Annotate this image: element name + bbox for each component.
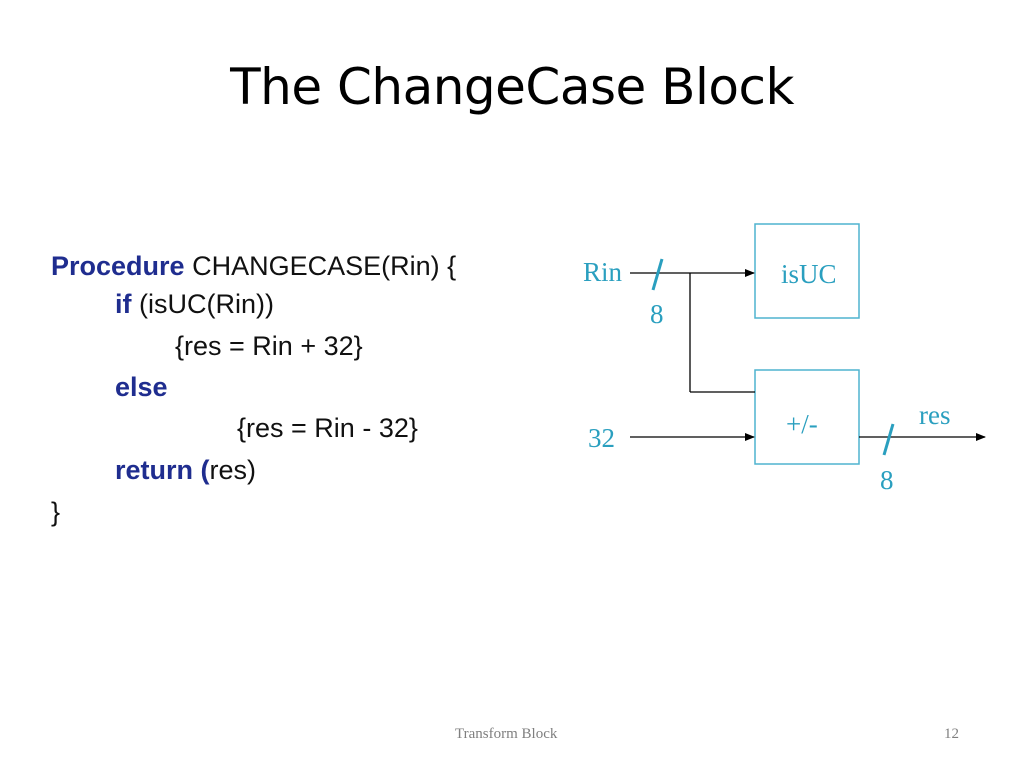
keyword-if: if — [115, 289, 132, 319]
keyword-else: else — [115, 372, 168, 402]
code-line-add: {res = Rin + 32} — [160, 306, 363, 360]
isuc-block-label: isUC — [781, 259, 837, 289]
keyword-procedure: Procedure — [51, 251, 185, 281]
output-label-res: res — [919, 400, 950, 430]
code-line-procedure: Procedure CHANGECASE(Rin) { — [36, 226, 456, 280]
const-label-32: 32 — [588, 423, 615, 453]
keyword-return: return ( — [115, 455, 210, 485]
page-number: 12 — [944, 726, 959, 742]
code-line-return: return (res) — [100, 430, 256, 484]
isuc-block — [754, 223, 860, 319]
code-text: {res = Rin - 32} — [237, 413, 418, 443]
input-bus-width: 8 — [650, 299, 664, 329]
output-bus-width: 8 — [880, 465, 894, 495]
addsub-block-label: +/- — [786, 409, 818, 439]
bus-width-slash-input — [651, 258, 664, 291]
code-line-close-brace: } — [36, 472, 60, 526]
bus-width-slash-output — [882, 423, 895, 456]
footer-title: Transform Block — [455, 726, 558, 742]
code-text: CHANGECASE(Rin) { — [184, 251, 457, 281]
code-line-else: else — [100, 347, 168, 401]
slide-title: The ChangeCase Block — [230, 58, 794, 116]
code-text: } — [51, 497, 61, 527]
addsub-block — [754, 369, 860, 465]
input-label-rin: Rin — [583, 257, 623, 287]
code-line-subtract: {res = Rin - 32} — [222, 388, 418, 442]
code-text: (isUC(Rin)) — [131, 289, 274, 319]
code-line-if: if (isUC(Rin)) — [100, 264, 274, 318]
code-text: {res = Rin + 32} — [175, 331, 363, 361]
code-text: res) — [209, 455, 257, 485]
